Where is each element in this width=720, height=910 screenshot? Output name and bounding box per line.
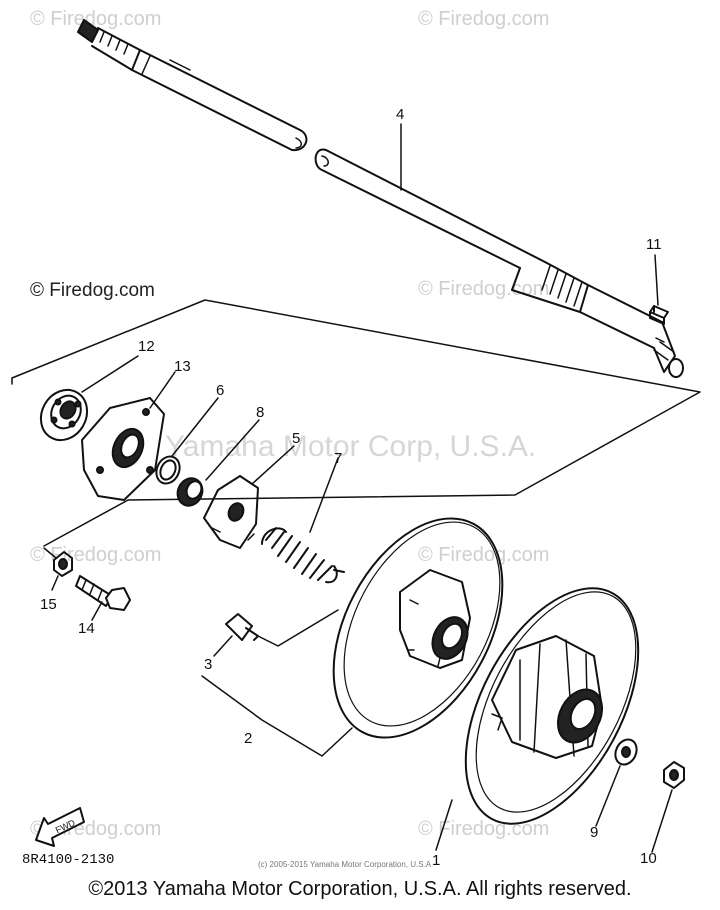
watermark-firedog-dark: © Firedog.com xyxy=(30,280,155,301)
leader-15 xyxy=(43,547,57,559)
bolt-part-14 xyxy=(75,575,131,611)
washer-part-6 xyxy=(155,455,181,485)
callout-5: 5 xyxy=(292,430,301,447)
leader-15b xyxy=(51,575,59,591)
washer-part-9 xyxy=(614,738,638,766)
watermark-firedog: © Firedog.com xyxy=(418,544,550,566)
callout-2: 2 xyxy=(244,730,253,747)
fwd-arrow-icon xyxy=(35,807,85,847)
collar-part-8 xyxy=(176,477,204,507)
spring-part-7 xyxy=(261,527,345,584)
nut-part-15 xyxy=(53,551,73,577)
watermark-firedog: © Firedog.com xyxy=(418,8,550,30)
copyright-footer: ©2013 Yamaha Motor Corporation, U.S.A. A… xyxy=(88,878,632,900)
leader-13 xyxy=(149,371,176,409)
cam-part-5 xyxy=(203,475,259,549)
slider-part-3 xyxy=(225,613,259,641)
leader-5 xyxy=(251,445,295,485)
leader-10 xyxy=(651,789,673,853)
leader-14 xyxy=(91,601,103,621)
shaft-part-4-lower xyxy=(314,148,684,378)
callout-14: 14 xyxy=(78,620,95,637)
key-part-11 xyxy=(649,305,669,325)
callout-12: 12 xyxy=(138,338,155,355)
bearing-holder-part-13 xyxy=(81,397,165,501)
callout-11: 11 xyxy=(646,236,662,253)
sheave-part-1 xyxy=(464,587,640,825)
leader-8 xyxy=(205,419,260,481)
callout-10: 10 xyxy=(640,850,657,867)
callout-15: 15 xyxy=(40,596,57,613)
callout-7: 7 xyxy=(334,450,343,467)
leader-1 xyxy=(435,799,453,851)
callout-8: 8 xyxy=(256,404,265,421)
callout-13: 13 xyxy=(174,358,191,375)
small-copyright: (c) 2005-2015 Yamaha Motor Corporation, … xyxy=(258,860,432,869)
shaft-part-4-upper xyxy=(77,19,308,152)
leader-12 xyxy=(81,355,139,393)
nut-part-10 xyxy=(663,761,685,789)
watermark-firedog: © Firedog.com xyxy=(30,8,162,30)
bearing-part-12 xyxy=(39,388,89,442)
callout-1: 1 xyxy=(432,852,441,869)
assembly-boundary xyxy=(11,299,701,547)
watermark-firedog: © Firedog.com xyxy=(418,278,550,300)
leader-7 xyxy=(309,457,339,533)
leader-3b xyxy=(257,609,339,647)
leader-6 xyxy=(171,397,219,457)
leader-3 xyxy=(213,635,233,657)
callout-6: 6 xyxy=(216,382,225,399)
diagram-code: 8R4100-2130 xyxy=(22,852,115,868)
callout-3: 3 xyxy=(204,656,213,673)
callout-4: 4 xyxy=(396,106,405,123)
callout-9: 9 xyxy=(590,824,599,841)
leader-2 xyxy=(201,675,353,757)
leader-9 xyxy=(595,765,621,827)
leader-11 xyxy=(654,254,659,306)
sheave-part-2 xyxy=(332,517,504,739)
